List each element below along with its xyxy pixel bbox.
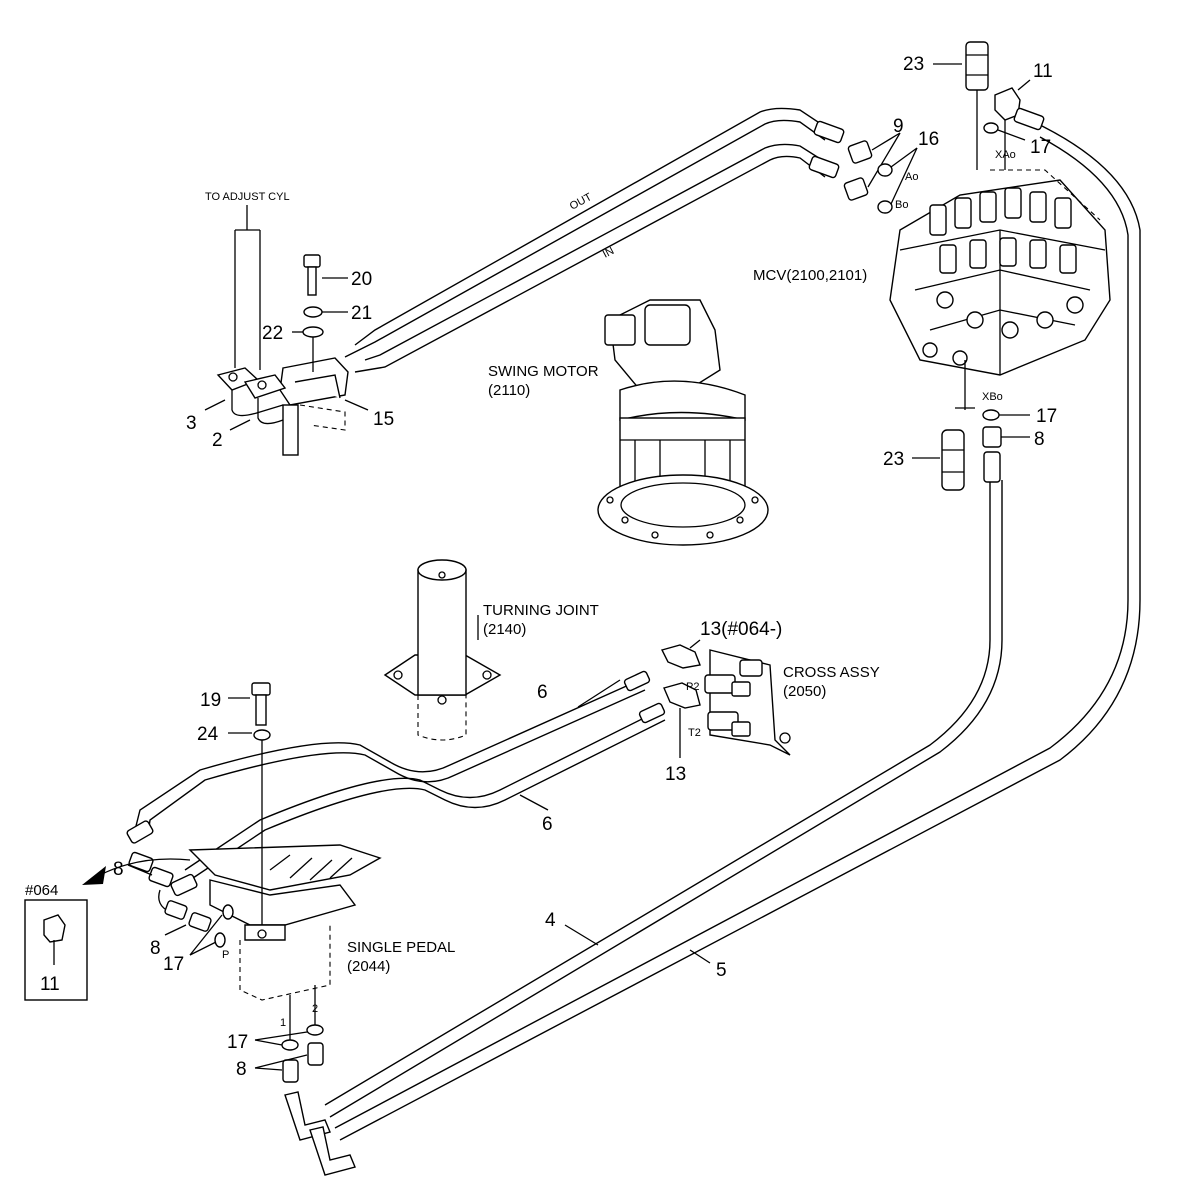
part-21 <box>303 306 348 318</box>
port-p: P <box>222 949 229 961</box>
inset-arrow <box>82 858 191 885</box>
callout-11-inset: 11 <box>40 974 60 995</box>
pedal-left-fittings <box>126 820 234 956</box>
hose-fittings-top <box>808 107 1045 179</box>
part-17-top <box>983 122 1026 141</box>
hose-6-upper <box>134 679 646 836</box>
callout-8-mid: 8 <box>1034 429 1045 450</box>
port-1: 1 <box>280 1017 286 1029</box>
label-turning-joint: TURNING JOINT <box>483 602 599 619</box>
label-to-adjust-cyl: TO ADJUST CYL <box>205 191 290 203</box>
leader-lines <box>477 615 711 964</box>
label-mcv: MCV(2100,2101) <box>753 267 867 284</box>
hose-in <box>354 143 831 373</box>
port-xbo: XBo <box>982 391 1003 403</box>
callout-3: 3 <box>186 413 197 434</box>
callout-11-top: 11 <box>1033 61 1053 82</box>
callout-6-bot: 6 <box>542 814 553 835</box>
callout-8-left: 8 <box>113 859 124 880</box>
callout-17-mid: 17 <box>1036 406 1057 427</box>
callout-15: 15 <box>373 409 394 430</box>
label-out: OUT <box>568 191 594 213</box>
part-23-mid <box>912 429 965 491</box>
callout-8-bot: 8 <box>236 1059 247 1080</box>
cross-assy <box>704 649 791 756</box>
callout-22: 22 <box>262 323 283 344</box>
part-16 <box>877 147 918 214</box>
port-bo: Bo <box>895 199 908 211</box>
callout-24: 24 <box>197 724 219 745</box>
mcv-valve <box>889 169 1111 410</box>
callout-16: 16 <box>918 129 939 150</box>
callout-23-mid: 23 <box>883 449 904 470</box>
port-xao: XAo <box>995 149 1016 161</box>
hose-6-lower <box>184 709 666 881</box>
label-turning-joint-code: (2140) <box>483 621 526 638</box>
part-8-mid <box>982 426 1030 483</box>
part-24 <box>228 729 271 741</box>
hose-out <box>344 107 831 358</box>
label-inset-title: #064 <box>25 882 58 899</box>
callout-23-top: 23 <box>903 54 924 75</box>
callout-9: 9 <box>893 116 904 137</box>
label-in: IN <box>601 245 616 261</box>
callout-17-top: 17 <box>1030 137 1051 158</box>
callout-13-top: 13(#064-) <box>700 619 782 640</box>
bracket-assembly <box>204 205 369 456</box>
port-t2: T2 <box>688 727 701 739</box>
callout-5: 5 <box>716 960 727 981</box>
part-22 <box>292 326 324 372</box>
mcv-spools <box>922 187 1084 366</box>
callout-2: 2 <box>212 430 223 451</box>
single-pedal <box>188 740 382 1040</box>
hose-5 <box>334 124 1141 1141</box>
label-single-pedal: SINGLE PEDAL <box>347 939 455 956</box>
swing-motor <box>597 299 769 546</box>
part-9 <box>843 132 901 201</box>
label-swing-motor: SWING MOTOR <box>488 363 599 380</box>
callout-8-left2: 8 <box>150 938 161 959</box>
pedal-bottom-fittings <box>254 1024 356 1176</box>
label-swing-motor-code: (2110) <box>488 382 530 399</box>
label-single-pedal-code: (2044) <box>347 958 390 975</box>
port-ao: Ao <box>905 171 918 183</box>
callout-21: 21 <box>351 303 372 324</box>
inset-box <box>24 899 88 1001</box>
callout-6-top: 6 <box>537 682 548 703</box>
callout-17-bot: 17 <box>227 1032 248 1053</box>
label-cross-assy: CROSS ASSY <box>783 664 880 681</box>
part-20 <box>303 254 348 296</box>
port-2: 2 <box>312 1003 318 1015</box>
callout-4: 4 <box>545 910 556 931</box>
callout-13: 13 <box>665 764 686 785</box>
part-13 <box>623 639 701 758</box>
callout-20: 20 <box>351 269 372 290</box>
part-23-top <box>933 41 989 170</box>
turning-joint <box>383 559 502 741</box>
part-17-mid <box>982 409 1030 421</box>
callout-19: 19 <box>200 690 221 711</box>
port-p2: P2 <box>686 681 699 693</box>
part-19 <box>228 682 271 726</box>
hose-4 <box>324 480 1003 1118</box>
callout-17-left: 17 <box>163 954 184 975</box>
label-cross-assy-code: (2050) <box>783 683 826 700</box>
